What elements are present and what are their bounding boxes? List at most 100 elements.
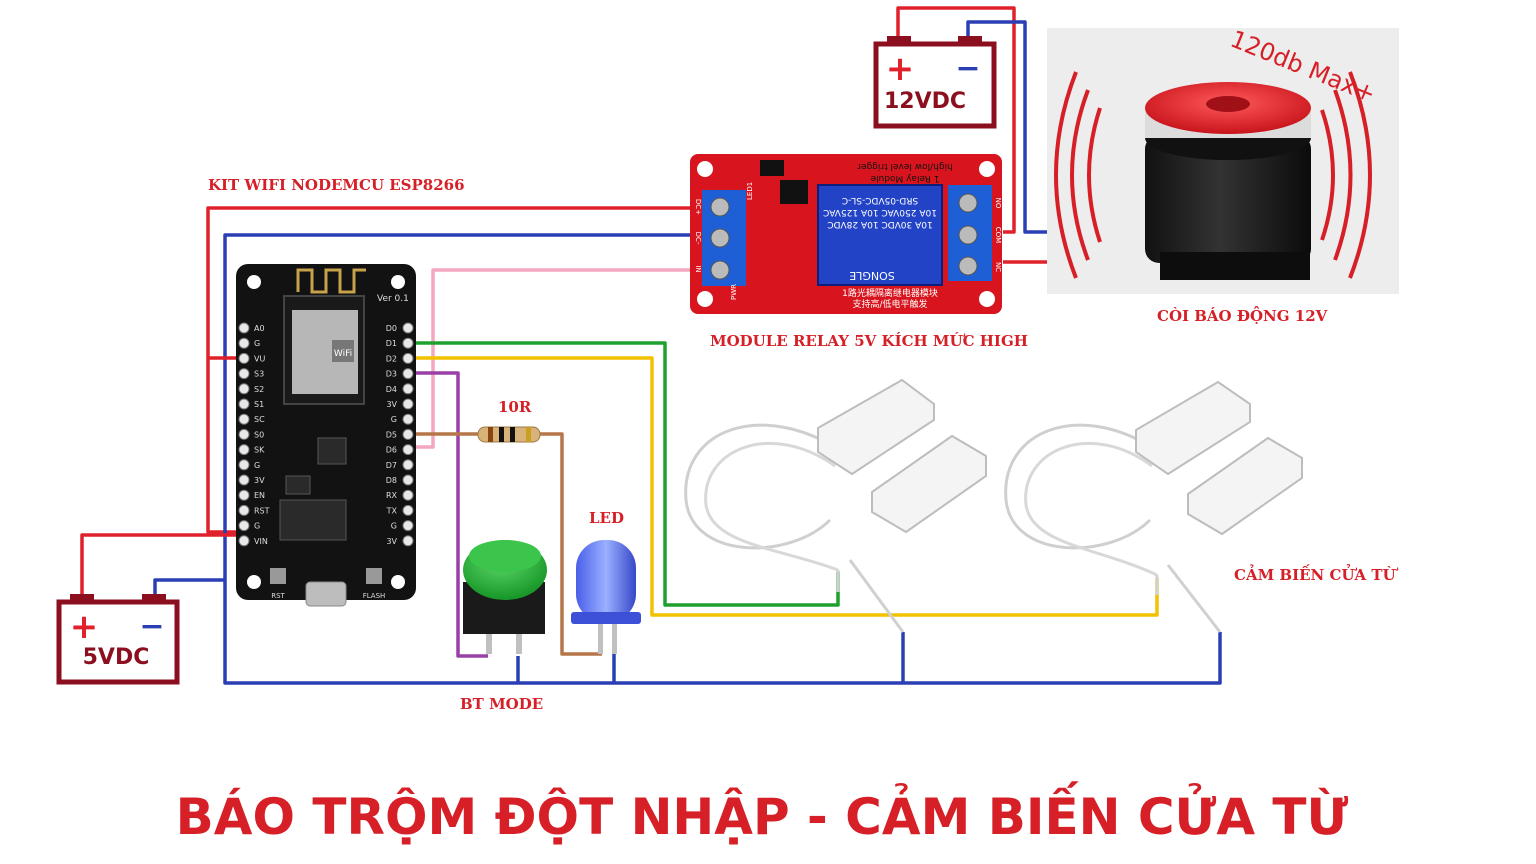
nodemcu-flash-label: FLASH [363,592,386,600]
nodemcu-right-pin-label: D7 [386,461,397,470]
label-sensor: CẢM BIẾN CỬA TỪ [1234,564,1399,584]
nodemcu-right-pin [402,398,414,410]
relay-board-text: NC [994,262,1002,272]
nodemcu-left-pin [238,398,250,410]
resistor-10r [477,426,541,443]
nodemcu-right-pin [402,428,414,440]
relay-board-text: 10A 30VDC 10A 28VDC [827,219,932,229]
wire-led-resistor [410,432,602,656]
wire-button [410,371,488,658]
wire-sensor1 [410,341,840,607]
relay-board-text: IN [694,265,702,272]
nodemcu-right-pin-label: D8 [386,476,397,485]
nodemcu-right-pin [402,383,414,395]
nodemcu-right-pin-label: D0 [386,324,397,333]
relay-board-text: DC- [694,232,702,245]
relay-board-text: PWR [730,284,738,300]
nodemcu-right-pin-label: RX [386,491,398,500]
nodemcu-left-pin [238,444,250,456]
nodemcu-board: WiFi Ver 0.1 RST FLASH A0GVUS3S2S1SCS0SK… [236,264,416,607]
nodemcu-left-pin-label: S3 [254,370,264,379]
nodemcu-left-pin-label: 3V [254,476,265,485]
nodemcu-left-pin-label: S0 [254,430,264,439]
nodemcu-left-pin-label: SC [254,415,265,424]
nodemcu-right-pin-label: 3V [386,400,397,409]
nodemcu-left-pin [238,383,250,395]
relay-board-text: DC+ [694,199,702,215]
wire-5v-negative [153,578,225,598]
label-siren: CÒI BÁO ĐỘNG 12V [1157,306,1328,325]
battery-5v-minus: − [139,609,164,644]
nodemcu-right-pin-label: 3V [386,537,397,546]
nodemcu-right-pin [402,489,414,501]
nodemcu-left-pin [238,535,250,547]
relay-board-text: 支持高/低电平触发 [852,298,927,310]
nodemcu-right-pin [402,459,414,471]
nodemcu-left-pin [238,428,250,440]
nodemcu-left-pin [238,489,250,501]
nodemcu-right-pin-label: D3 [386,370,397,379]
relay-board-text: NO [994,198,1002,209]
nodemcu-rst-label: RST [271,592,285,600]
wire-sensor2 [410,356,1159,617]
nodemcu-right-pin [402,520,414,532]
label-relay: MODULE RELAY 5V KÍCH MỨC HIGH [710,332,1028,350]
nodemcu-right-pin [402,413,414,425]
relay-board-text: 10A 250VAC 10A 125VAC [823,207,937,217]
nodemcu-right-pin-label: G [391,415,397,424]
relay-board-text: high/low level trigger [857,161,953,171]
nodemcu-left-pin-label: SK [254,446,265,455]
wires [80,6,1222,685]
label-led: LED [589,509,624,527]
label-nodemcu: KIT WIFI NODEMCU ESP8266 [208,176,465,194]
nodemcu-right-pin-label: D6 [386,446,397,455]
nodemcu-right-pin [402,474,414,486]
nodemcu-right-pin [402,368,414,380]
nodemcu-right-pin-label: D5 [386,430,397,439]
nodemcu-wifi-logo: WiFi [334,349,352,359]
nodemcu-right-pin [402,352,414,364]
nodemcu-right-pin-label: D1 [386,339,397,348]
nodemcu-right-pin [402,444,414,456]
nodemcu-left-pin [238,337,250,349]
relay-board-text: SONGLE [849,269,895,282]
nodemcu-left-pin-label: S2 [254,385,264,394]
mode-button [463,540,547,654]
nodemcu-version: Ver 0.1 [377,294,409,304]
nodemcu-right-pin [402,535,414,547]
battery-12v-plus: + [886,49,915,89]
nodemcu-left-pin-label: S1 [254,400,264,409]
relay-board-text: 1路光耦隔离继电器模块 [842,287,938,299]
nodemcu-left-pin-label: A0 [254,324,265,333]
nodemcu-left-pin [238,459,250,471]
nodemcu-left-pin-label: VIN [254,537,268,546]
nodemcu-right-pin [402,504,414,516]
battery-12v-label: 12VDC [884,89,966,114]
led-blue [571,540,641,654]
nodemcu-left-pin-label: G [254,461,260,470]
nodemcu-left-pin [238,322,250,334]
siren-image: 120db Max+ [1047,25,1399,294]
wire-relay-dcminus [223,233,1222,685]
relay-board-text: LED1 [746,182,754,200]
nodemcu-right-pin [402,337,414,349]
page-title: BÁO TRỘM ĐỘT NHẬP - CẢM BIẾN CỬA TỪ [176,781,1349,846]
nodemcu-left-pin [238,352,250,364]
nodemcu-left-pin [238,368,250,380]
battery-5v-label: 5VDC [83,645,150,670]
wire-5v-positive [80,533,243,598]
door-sensor-2 [1004,380,1303,633]
nodemcu-right-pin-label: D4 [386,385,397,394]
nodemcu-left-pin [238,474,250,486]
nodemcu-left-pin [238,520,250,532]
nodemcu-right-pin-label: TX [386,506,398,515]
nodemcu-left-pin-label: G [254,522,260,531]
battery-5v: + − 5VDC [56,594,180,685]
relay-board-text: 1 Relay Module [870,173,939,183]
nodemcu-left-pin-label: G [254,339,260,348]
nodemcu-left-pin [238,413,250,425]
nodemcu-right-pin [402,322,414,334]
